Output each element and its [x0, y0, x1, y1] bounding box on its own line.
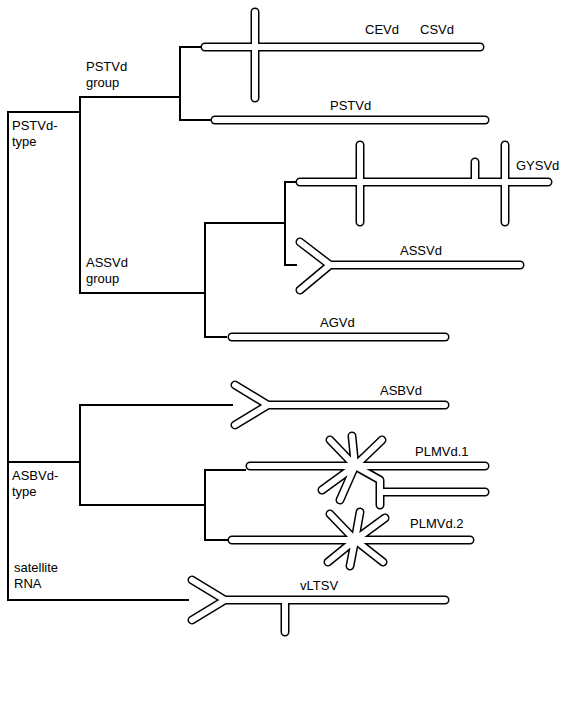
- branch-line: [80, 47, 210, 120]
- viroid-structure: [300, 145, 548, 222]
- tree-lines: [8, 47, 296, 600]
- viroid-structure: [215, 116, 485, 125]
- viroid-structure: [205, 12, 480, 98]
- clade-label: PSTVd-type: [12, 118, 72, 150]
- group-label: ASSVd group: [86, 255, 136, 287]
- branch-line: [8, 97, 80, 293]
- clade-label: satellite RNA: [14, 560, 74, 592]
- viroid-name: ASBVd: [380, 383, 422, 399]
- viroid-structure: [300, 242, 520, 290]
- viroid-structure: [300, 145, 548, 222]
- viroid-structures-fill: [192, 12, 548, 632]
- viroid-structure: [232, 512, 470, 566]
- viroid-name: CSVd: [420, 22, 454, 38]
- root-line: [7, 112, 9, 600]
- viroid-structure: [232, 334, 445, 340]
- viroid-structure: [250, 436, 485, 505]
- viroid-name: AGVd: [320, 315, 355, 331]
- clade-label: ASBVd-type: [12, 468, 72, 500]
- viroid-name: PSTVd: [330, 98, 371, 114]
- group-label: PSTVd group: [86, 59, 136, 91]
- viroid-name: PLMVd.1: [415, 444, 468, 460]
- viroid-name: PLMVd.2: [410, 516, 463, 532]
- branch-line: [8, 405, 245, 540]
- viroid-name: ASSVd: [400, 243, 442, 259]
- branch-line: [8, 599, 188, 601]
- viroid-structure: [250, 436, 485, 505]
- viroid-structure: [205, 12, 480, 98]
- viroid-structure: [232, 512, 470, 566]
- viroid-name: GYSVd: [516, 158, 559, 174]
- viroid-structure: [300, 242, 520, 290]
- viroid-structures-outline: [192, 12, 548, 632]
- viroid-structure: [215, 117, 485, 123]
- viroid-structure: [232, 333, 445, 342]
- viroid-name: vLTSV: [300, 578, 338, 594]
- branch-line: [80, 182, 296, 337]
- viroid-name: CEVd: [365, 22, 399, 38]
